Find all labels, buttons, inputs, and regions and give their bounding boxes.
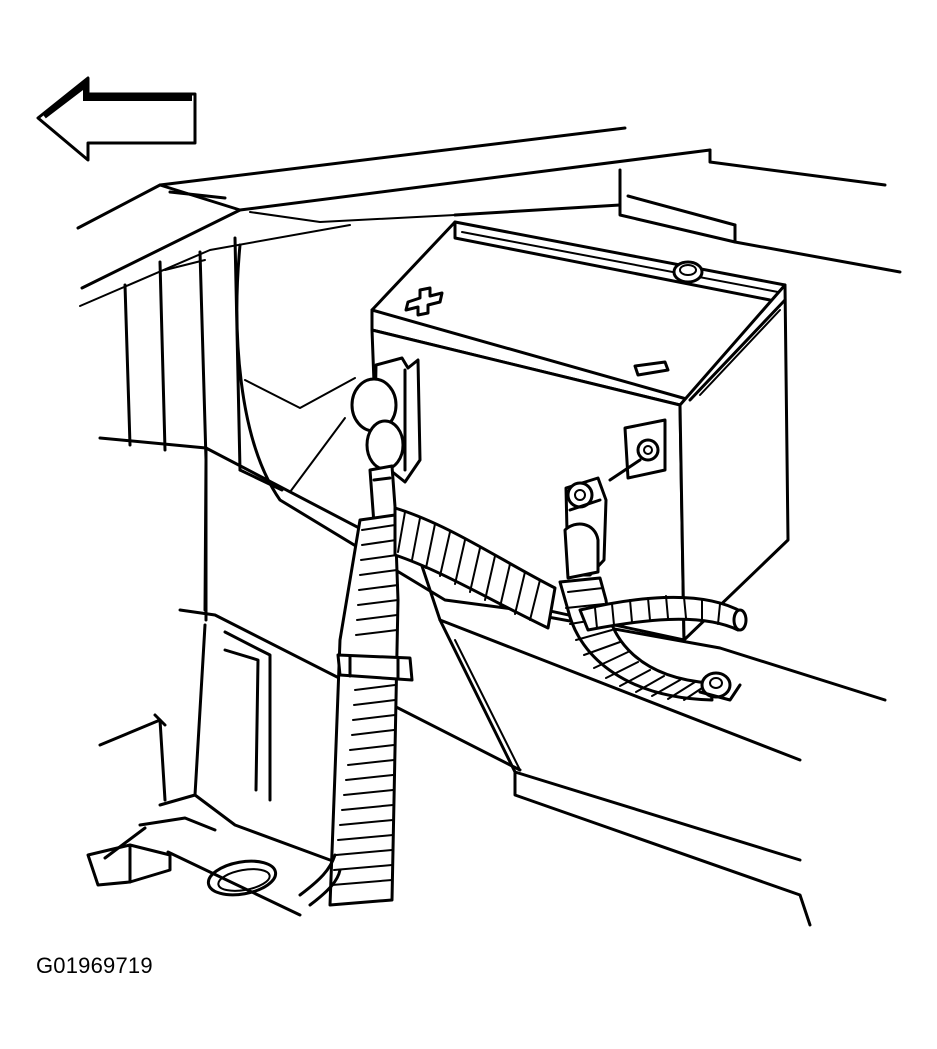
positive-terminal-plus-symbol [404, 286, 444, 317]
battery-vent-cap [672, 260, 704, 284]
positive-cable-harness [298, 356, 557, 907]
vehicle-body-panels [76, 126, 902, 927]
negative-cable-harness [558, 418, 748, 702]
cable-retaining-clip [336, 653, 414, 682]
negative-terminal-minus-symbol [633, 360, 670, 377]
direction-arrow-left [36, 76, 197, 162]
figure-id-label: G01969719 [36, 953, 153, 978]
ground-bolt [698, 671, 742, 702]
battery [370, 220, 790, 642]
